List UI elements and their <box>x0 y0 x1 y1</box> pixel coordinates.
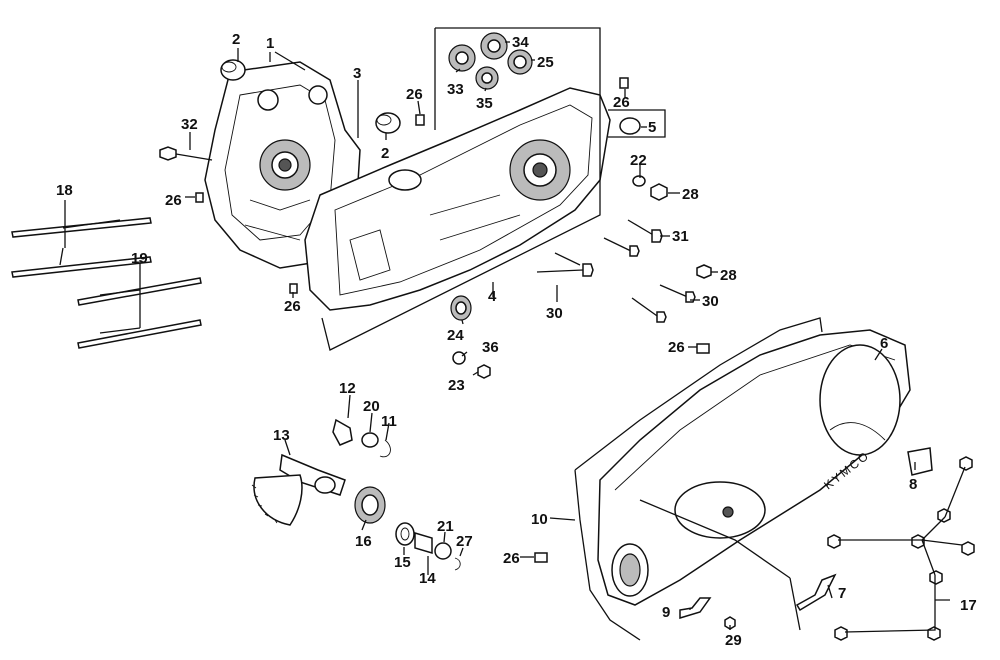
callout-22: 22 <box>630 152 647 169</box>
callout-15: 15 <box>394 554 411 571</box>
callout-labels: 1 2 2 3 4 5 6 7 8 9 10 11 12 13 14 15 16… <box>56 31 977 649</box>
callout-5: 5 <box>648 119 656 136</box>
callout-11: 11 <box>381 413 397 430</box>
callout-19: 19 <box>131 250 148 267</box>
callout-35: 35 <box>476 95 493 112</box>
callout-36: 36 <box>482 339 499 356</box>
callout-12: 12 <box>339 380 356 397</box>
callout-3: 3 <box>353 65 361 82</box>
callout-16: 16 <box>355 533 372 550</box>
callout-1: 1 <box>266 35 274 52</box>
callout-30: 30 <box>546 305 563 322</box>
callout-2: 2 <box>232 31 240 48</box>
gasket <box>574 317 823 641</box>
callout-24: 24 <box>447 327 464 344</box>
callout-17: 17 <box>960 597 977 614</box>
side-cover: KYMCO <box>597 329 911 606</box>
callout-18: 18 <box>56 182 73 199</box>
callout-20: 20 <box>363 398 380 415</box>
callout-27: 27 <box>456 533 473 550</box>
callout-26: 26 <box>613 94 630 111</box>
callout-10: 10 <box>531 511 548 528</box>
callout-21: 21 <box>437 518 454 535</box>
callout-34: 34 <box>512 34 529 51</box>
callout-28: 28 <box>682 186 699 203</box>
callout-26: 26 <box>503 550 520 567</box>
callout-4: 4 <box>488 288 497 305</box>
callout-26: 26 <box>284 298 301 315</box>
callout-9: 9 <box>662 604 670 621</box>
callout-6: 6 <box>880 335 888 352</box>
callout-14: 14 <box>419 570 436 587</box>
transmission-case <box>304 87 611 311</box>
callout-32: 32 <box>181 116 198 133</box>
callout-28: 28 <box>720 267 737 284</box>
callout-26: 26 <box>406 86 423 103</box>
callout-30: 30 <box>702 293 719 310</box>
callout-26: 26 <box>668 339 685 356</box>
callout-33: 33 <box>447 81 464 98</box>
callout-13: 13 <box>273 427 290 444</box>
callout-26: 26 <box>165 192 182 209</box>
callout-2: 2 <box>381 145 389 162</box>
callout-7: 7 <box>838 585 846 602</box>
small-parts <box>11 32 975 641</box>
callout-25: 25 <box>537 54 554 71</box>
callout-29: 29 <box>725 632 742 649</box>
callout-8: 8 <box>909 476 917 493</box>
callout-23: 23 <box>448 377 465 394</box>
leader-lines <box>59 41 966 633</box>
callout-31: 31 <box>672 228 689 245</box>
